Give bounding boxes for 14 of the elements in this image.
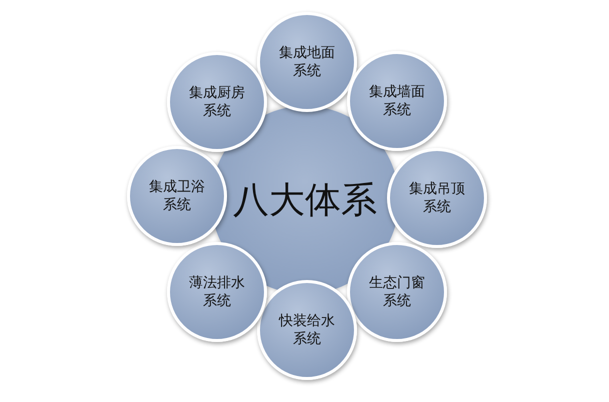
node-label: 生态门窗系统 <box>368 274 426 310</box>
circle-node <box>387 148 487 248</box>
node-label: 薄法排水系统 <box>188 274 246 310</box>
circle-node <box>127 146 227 246</box>
circle-node <box>257 280 357 380</box>
node-label: 快装给水系统 <box>278 312 336 348</box>
circle-node <box>347 242 447 342</box>
node-label: 集成吊顶系统 <box>408 180 466 216</box>
node-label: 集成墙面系统 <box>368 82 426 120</box>
node-label: 集成地面系统 <box>278 44 336 80</box>
node-label: 集成卫浴系统 <box>148 178 206 214</box>
circle-node <box>167 242 267 342</box>
center-label: 八大体系 <box>233 178 377 222</box>
node-label: 集成厨房系统 <box>188 84 246 120</box>
